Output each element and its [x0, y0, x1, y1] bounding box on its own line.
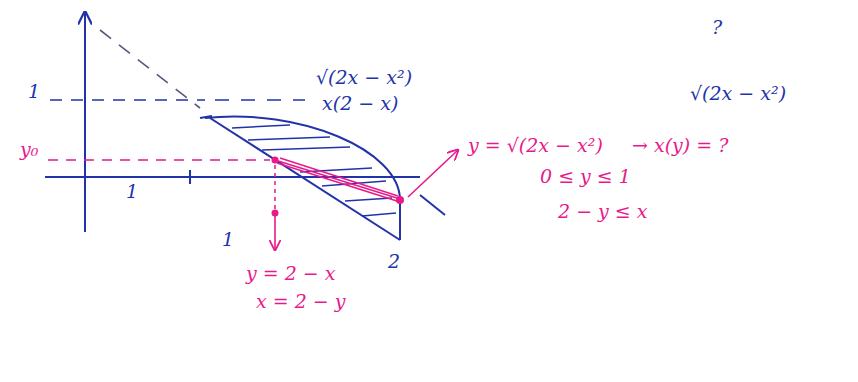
y-axis — [84, 12, 86, 232]
pink-lines — [275, 158, 400, 202]
math-label: 2 — [388, 250, 400, 272]
math-label: x(2 − x) — [322, 92, 398, 114]
spacer — [642, 132, 780, 133]
math-label: ? — [712, 16, 722, 38]
math-label: y = 2 − x — [246, 262, 336, 284]
math-label: y₀ — [20, 138, 38, 160]
dashed-line — [50, 99, 205, 101]
math-label: 1 — [126, 180, 138, 202]
pointer-arrow — [408, 150, 458, 197]
math-label: √(2x − x²) — [690, 82, 786, 104]
math-label: √(2x − x²) — [316, 66, 412, 88]
line-y-2-x — [210, 118, 400, 240]
point — [272, 210, 279, 217]
math-label: 1 — [28, 80, 40, 102]
point — [396, 196, 404, 204]
math-label: → x(y) = ? — [632, 134, 728, 156]
arc-tip — [200, 116, 212, 118]
math-label: y = √(2x − x²) — [468, 134, 603, 156]
stroke — [420, 195, 445, 215]
math-label: 0 ≤ y ≤ 1 — [540, 165, 631, 187]
dashed-line — [215, 99, 305, 101]
point — [272, 157, 279, 164]
dotted-line — [274, 165, 276, 210]
circle-arc — [205, 117, 400, 240]
y0-dashed-line — [48, 159, 270, 161]
down-arrow — [274, 216, 276, 250]
math-label: 1 — [222, 228, 234, 250]
math-label: x = 2 − y — [256, 290, 346, 312]
x-axis — [45, 176, 420, 178]
tick — [189, 170, 191, 184]
hatching — [232, 125, 396, 216]
dashed-line — [100, 30, 200, 108]
math-label: 2 − y ≤ x — [558, 200, 648, 222]
